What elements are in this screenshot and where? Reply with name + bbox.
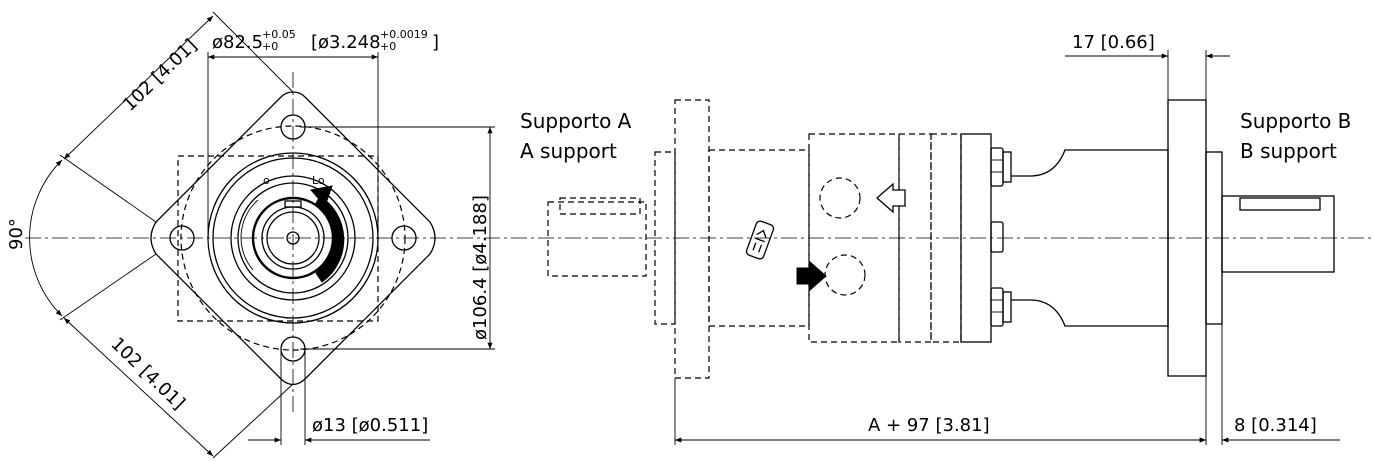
flow-out-arrow-icon — [796, 260, 827, 292]
a-shaft-dashed — [547, 201, 647, 277]
support-a-label-en: A support — [520, 139, 617, 163]
flange-thickness-dim: 17 [0.66] — [1072, 32, 1155, 53]
svg-text:Lo: Lo — [312, 174, 325, 187]
svg-text:+0.0019: +0.0019 — [380, 28, 428, 41]
svg-text:]: ] — [432, 32, 439, 53]
hole-diameter-dim: ø13 [ø0.511] — [312, 415, 428, 436]
support-a-label-it: Supporto A — [520, 109, 632, 133]
pilot-inner-circle — [212, 157, 374, 319]
shaft-inner-circle — [266, 211, 320, 265]
svg-text:+0: +0 — [262, 40, 278, 53]
manufacturer-logo — [745, 220, 775, 260]
svg-text:[ø3.248: [ø3.248 — [311, 32, 381, 53]
angle-dim: 90° — [6, 218, 27, 250]
output-shaft — [1221, 195, 1335, 273]
svg-text:+0: +0 — [380, 40, 396, 53]
pilot-outer-circle — [207, 152, 379, 324]
side-view: Supporto A A support Supporto B B suppor… — [520, 32, 1351, 445]
front-view: Lo o ø82.5 +0.05 +0 [ø3.248 +0.0019 +0 ]… — [6, 11, 1374, 459]
bolt-head-middle — [990, 221, 1004, 253]
svg-text:ø82.5: ø82.5 — [212, 32, 263, 53]
mounting-hole-left — [169, 225, 195, 251]
bolt-head-bottom — [990, 287, 1004, 327]
pitch-diameter-dim: ø106.4 [ø4.188] — [470, 195, 491, 340]
mounting-hole-right — [391, 225, 417, 251]
shaft-keyway — [1239, 197, 1321, 211]
flange-diagonal-top-dim: 102 [4.01] — [119, 35, 201, 116]
body-circle — [230, 175, 356, 301]
overall-length-dim: A + 97 [3.81] — [868, 415, 990, 436]
bolt-head-top — [990, 147, 1004, 187]
support-b-label-en: B support — [1240, 139, 1337, 163]
svg-text:+0.05: +0.05 — [262, 28, 296, 41]
bore-dimension: ø82.5 +0.05 +0 [ø3.248 +0.0019 +0 ] — [212, 28, 439, 53]
svg-text:o: o — [263, 174, 270, 187]
center-hole — [286, 231, 300, 245]
shaft-key — [284, 200, 302, 208]
inner-body-circle — [237, 182, 349, 294]
flow-in-arrow-icon — [876, 182, 906, 214]
pilot-length-dim: 8 [0.314] — [1234, 415, 1317, 436]
pitch-circle — [180, 125, 406, 351]
a-flange-dashed — [674, 99, 710, 379]
rotation-arrow-icon — [314, 195, 345, 283]
support-b-label-it: Supporto B — [1240, 109, 1351, 133]
flange-diagonal-bottom-dim: 102 [4.01] — [107, 333, 189, 414]
